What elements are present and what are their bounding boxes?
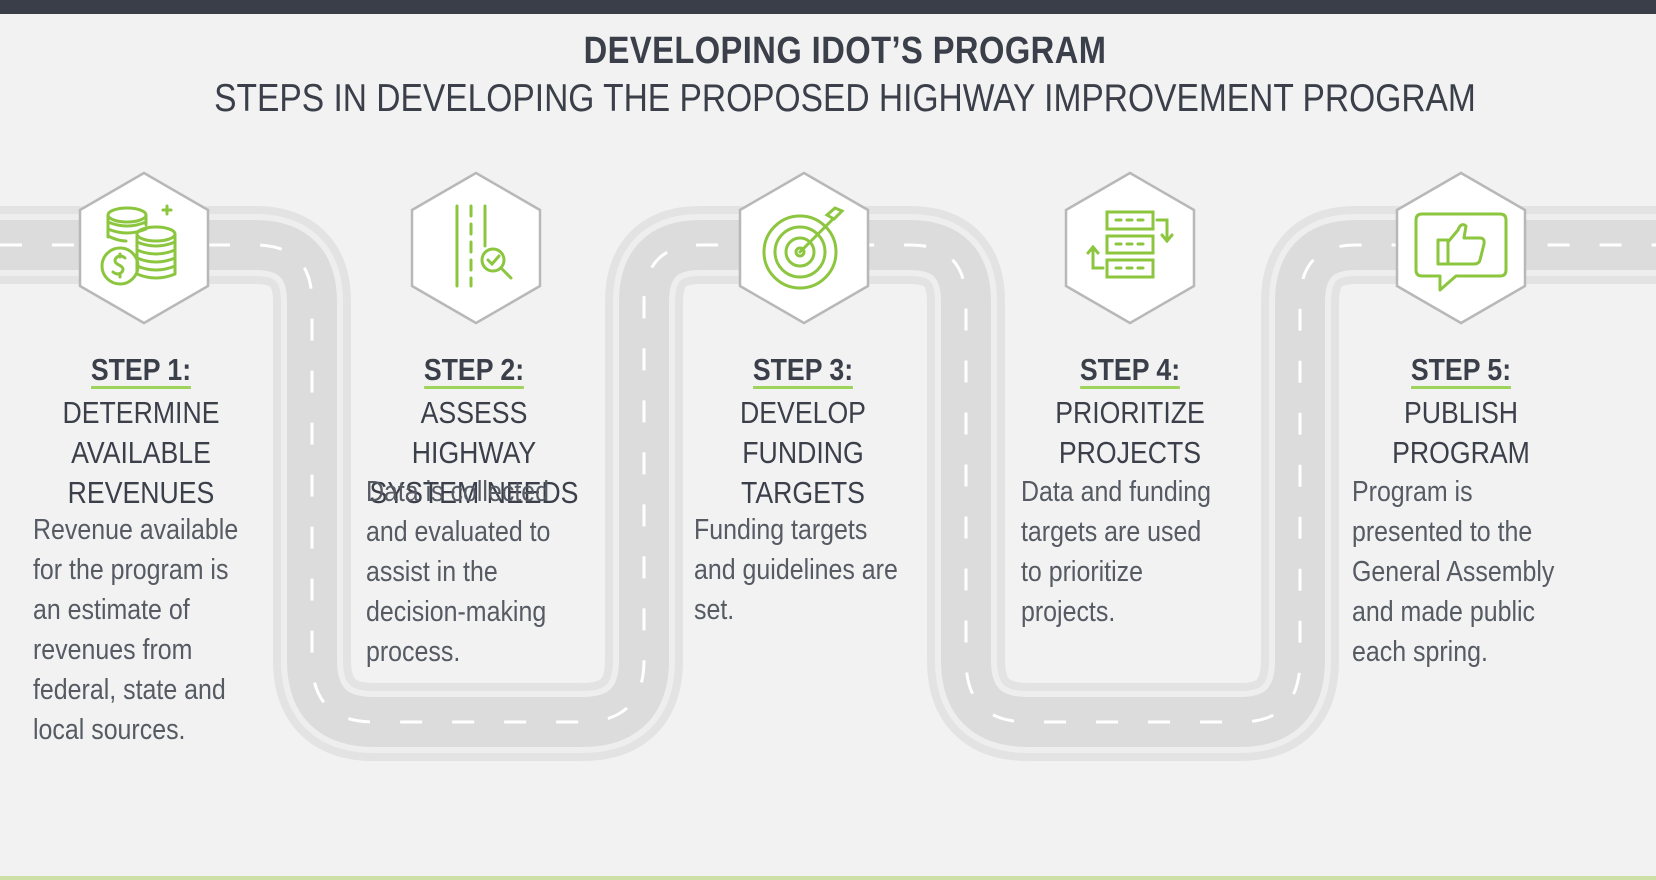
coins-icon bbox=[78, 171, 210, 325]
step-5-description: Program is presented to the General Asse… bbox=[1352, 476, 1555, 668]
thumbs-up-chat-icon bbox=[1395, 171, 1527, 325]
step-4-title: PRIORITIZE PROJECTS bbox=[1055, 395, 1205, 470]
top-bar bbox=[0, 0, 1656, 14]
road-inspect-icon bbox=[410, 171, 542, 325]
step-1-heading: STEP 1: DETERMINE AVAILABLE REVENUES bbox=[29, 350, 253, 513]
page-title: DEVELOPING IDOT’S PROGRAM bbox=[583, 30, 1107, 72]
step-1-description: Revenue available for the program is an … bbox=[33, 514, 239, 746]
step-1-label: STEP 1: bbox=[90, 352, 192, 389]
step-4-heading: STEP 4: PRIORITIZE PROJECTS bbox=[1018, 350, 1242, 473]
step-2-description: Data is collected and evaluated to assis… bbox=[366, 476, 551, 668]
step-2-heading: STEP 2: ASSESS HIGHWAY SYSTEM NEEDS bbox=[362, 350, 586, 513]
prioritize-list-icon bbox=[1064, 171, 1196, 325]
step-5-heading: STEP 5: PUBLISH PROGRAM bbox=[1349, 350, 1573, 473]
target-icon bbox=[738, 171, 870, 325]
step-5-label: STEP 5: bbox=[1410, 352, 1512, 389]
step-3-heading: STEP 3: DEVELOP FUNDING TARGETS bbox=[691, 350, 915, 513]
step-3-title: DEVELOP FUNDING TARGETS bbox=[740, 395, 866, 510]
step-2-title: ASSESS HIGHWAY SYSTEM NEEDS bbox=[369, 395, 579, 510]
step-3-label: STEP 3: bbox=[752, 352, 854, 389]
step-4-description: Data and funding targets are used to pri… bbox=[1021, 476, 1211, 628]
step-2-label: STEP 2: bbox=[423, 352, 525, 389]
step-1-title: DETERMINE AVAILABLE REVENUES bbox=[62, 395, 220, 510]
step-4-label: STEP 4: bbox=[1079, 352, 1181, 389]
step-3-description: Funding targets and guidelines are set. bbox=[694, 514, 898, 626]
bottom-accent-line bbox=[0, 876, 1656, 880]
page-subtitle: STEPS IN DEVELOPING THE PROPOSED HIGHWAY… bbox=[214, 77, 1476, 120]
step-5-title: PUBLISH PROGRAM bbox=[1392, 395, 1530, 470]
